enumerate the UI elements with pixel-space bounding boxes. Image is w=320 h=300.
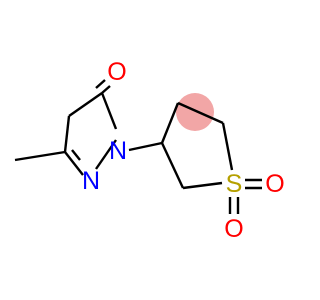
molecule-diagram: O N N S O O — [14, 58, 285, 243]
bond-n2-c3-b — [71, 149, 81, 161]
stereocenter-highlight — [176, 93, 214, 131]
atom-o-carbonyl: O — [107, 58, 126, 86]
bond-c3-methyl — [14, 150, 66, 162]
atom-n-pyrazole-1: N — [109, 137, 127, 165]
atom-o-sulfone-right: O — [265, 170, 284, 198]
bond-n1-n2 — [95, 139, 117, 170]
bond-c3prime-c2prime — [160, 142, 185, 189]
bond-c4-c5 — [68, 92, 103, 117]
bond-c3-c4 — [63, 115, 71, 153]
bond-c5-o-b — [95, 79, 106, 89]
bond-c2prime-s — [182, 181, 223, 190]
bond-n1-c3prime — [128, 141, 163, 152]
bond-s-c5prime — [221, 122, 234, 171]
atom-s-sulfone: S — [226, 170, 243, 198]
bond-c4prime-c3prime — [160, 102, 180, 144]
bond-c5-o-a — [101, 85, 111, 94]
bond-n2-c3-a — [64, 151, 84, 176]
atom-n-pyrazole-2: N — [82, 167, 100, 195]
bond-c5-n1 — [100, 92, 118, 130]
bond-c5prime-c4prime — [177, 101, 224, 125]
atom-o-sulfone-bottom: O — [224, 215, 243, 243]
